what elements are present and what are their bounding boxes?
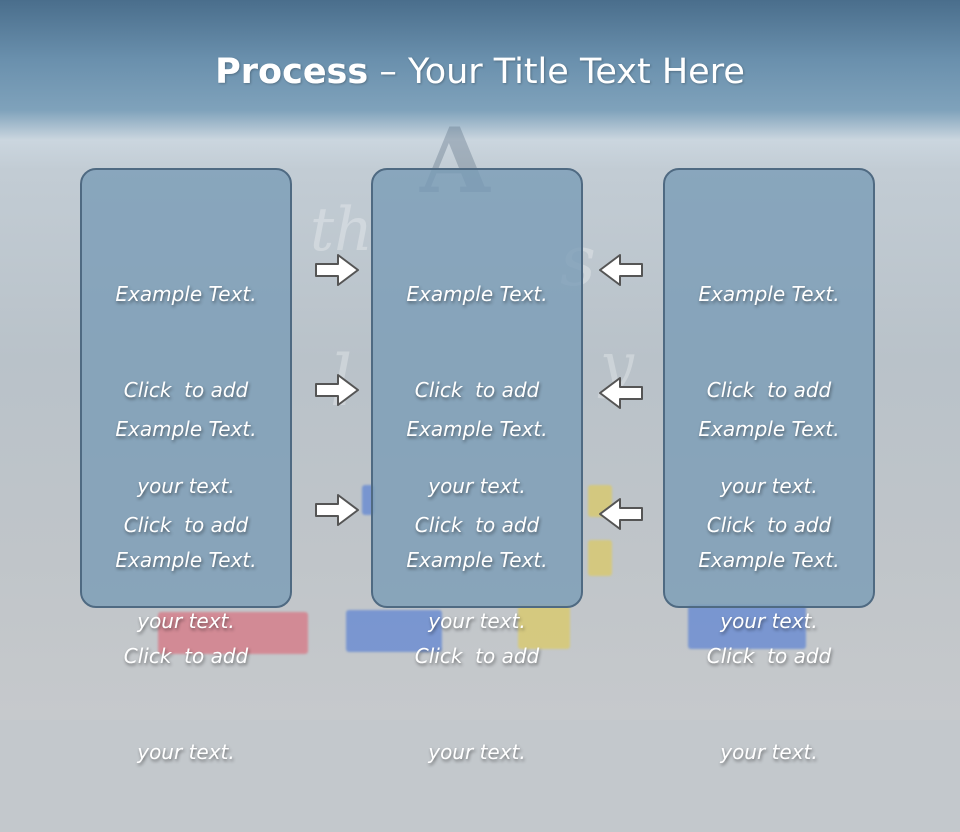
text-line: Click to add (414, 378, 540, 402)
text-line: Click to add (123, 378, 249, 402)
text-placeholder[interactable]: Example Text. Click to add your text. (82, 480, 290, 832)
text-line: Example Text. (406, 417, 548, 441)
center-process-box[interactable]: Example Text. Click to add your text. Ex… (371, 168, 583, 764)
background-block (518, 605, 570, 649)
text-line: Example Text. (406, 282, 548, 306)
text-line: Example Text. (115, 417, 257, 441)
text-line: Click to add (123, 513, 249, 537)
background-block (158, 612, 308, 654)
text-line: your text. (137, 609, 235, 633)
text-line: your text. (720, 474, 818, 498)
text-line: your text. (720, 609, 818, 633)
text-line: your text. (137, 740, 235, 764)
text-placeholder[interactable]: Example Text. Click to add your text. (665, 349, 873, 701)
text-line: Click to add (706, 644, 832, 668)
title-bold-part: Process (215, 52, 369, 92)
title-rest-part: – Your Title Text Here (368, 52, 745, 92)
slide-title[interactable]: Process – Your Title Text Here (0, 52, 960, 92)
arrow-left-icon[interactable] (598, 496, 644, 532)
background-block (688, 605, 806, 649)
text-line: Click to add (706, 513, 832, 537)
arrow-right-icon[interactable] (314, 252, 360, 288)
text-line: Click to add (414, 644, 540, 668)
text-line: your text. (720, 740, 818, 764)
text-placeholder[interactable]: Example Text. Click to add your text. (373, 480, 581, 832)
text-line: Click to add (123, 644, 249, 668)
text-line: Example Text. (698, 282, 840, 306)
text-placeholder[interactable]: Example Text. Click to add your text. (373, 349, 581, 701)
background-block (588, 540, 612, 576)
text-placeholder[interactable]: Example Text. Click to add your text. (665, 480, 873, 832)
text-line: Example Text. (115, 282, 257, 306)
arrow-left-icon[interactable] (598, 375, 644, 411)
arrow-right-icon[interactable] (314, 492, 360, 528)
arrow-left-icon[interactable] (598, 252, 644, 288)
text-line: Example Text. (698, 548, 840, 572)
text-line: Example Text. (406, 548, 548, 572)
text-line: your text. (137, 474, 235, 498)
text-line: Click to add (706, 378, 832, 402)
text-line: Example Text. (115, 548, 257, 572)
right-process-box[interactable]: Example Text. Click to add your text. Ex… (663, 168, 875, 764)
text-line: Click to add (414, 513, 540, 537)
arrow-right-icon[interactable] (314, 372, 360, 408)
text-line: your text. (428, 474, 526, 498)
text-placeholder[interactable]: Example Text. Click to add your text. (82, 349, 290, 701)
background-decoration: th (310, 195, 373, 265)
text-placeholder[interactable]: Example Text. Click to add your text. (665, 214, 873, 566)
text-placeholder[interactable]: Example Text. Click to add your text. (373, 214, 581, 566)
left-process-box[interactable]: Example Text. Click to add your text. Ex… (80, 168, 292, 764)
text-placeholder[interactable]: Example Text. Click to add your text. (82, 214, 290, 566)
text-line: Example Text. (698, 417, 840, 441)
background-block (346, 610, 442, 652)
text-line: your text. (428, 609, 526, 633)
text-line: your text. (428, 740, 526, 764)
